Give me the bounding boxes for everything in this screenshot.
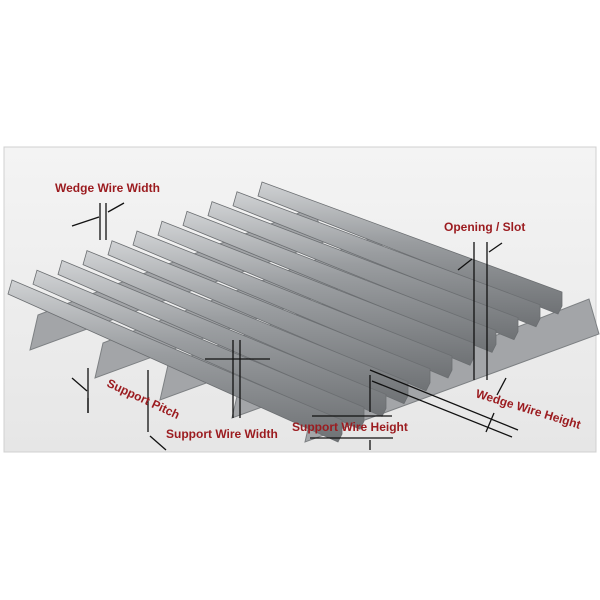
wedge-wire	[132, 230, 453, 379]
label-opening-slot: Opening / Slot	[444, 220, 525, 234]
wedge-wire	[32, 269, 365, 430]
label-support-wire-width: Support Wire Width	[166, 427, 278, 441]
wedge-wire	[207, 201, 519, 341]
wedge-wire	[182, 210, 497, 353]
wedge-wire	[232, 191, 541, 328]
dimension-lines	[71, 202, 519, 451]
wedge-wire	[57, 259, 387, 417]
label-wedge-wire-width: Wedge Wire Width	[55, 181, 160, 195]
wedge-wire	[157, 220, 475, 366]
wedge-wire	[82, 250, 409, 405]
wedge-wires	[7, 181, 563, 443]
wedge-wire	[257, 181, 563, 315]
wedge-wire	[107, 240, 431, 392]
label-support-wire-height: Support Wire Height	[292, 420, 408, 434]
